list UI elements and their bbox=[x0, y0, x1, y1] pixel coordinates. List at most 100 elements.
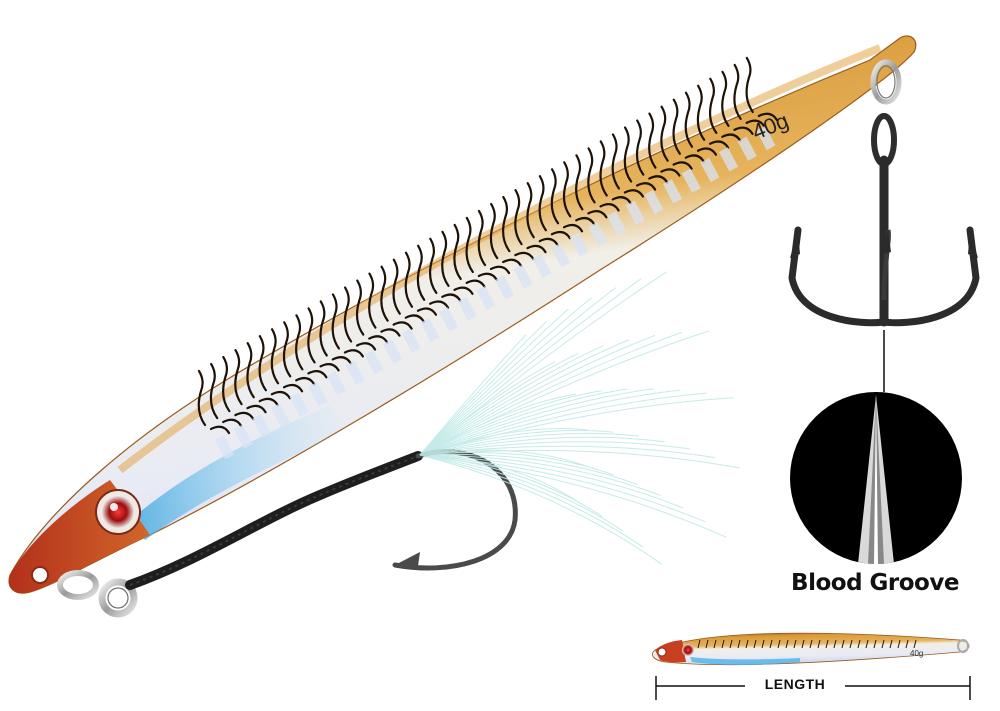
small-stripe-mark bbox=[721, 639, 725, 649]
small-stripe-mark bbox=[777, 639, 781, 649]
skirt-fiber bbox=[419, 308, 569, 456]
stripe-mark bbox=[623, 189, 645, 198]
stripe-mark bbox=[745, 119, 766, 129]
skirt-fiber bbox=[419, 441, 690, 456]
stripe-mark bbox=[331, 293, 341, 350]
stripe-mark bbox=[441, 230, 450, 287]
scale-mark bbox=[513, 264, 533, 289]
stripe-mark bbox=[282, 383, 304, 393]
small-stripe-mark bbox=[801, 639, 805, 649]
stripe-mark bbox=[672, 98, 681, 155]
stripe-mark bbox=[392, 321, 413, 330]
scale-mark bbox=[756, 125, 776, 151]
stripe-mark bbox=[343, 349, 365, 358]
scale-mark bbox=[420, 317, 440, 343]
skirt-fiber bbox=[419, 297, 592, 456]
scale-mark bbox=[681, 168, 701, 193]
stripe-mark bbox=[234, 411, 255, 421]
stripe-mark bbox=[197, 369, 207, 427]
stripe-mark bbox=[708, 77, 718, 134]
scale-mark bbox=[625, 200, 645, 225]
scale-mark bbox=[364, 349, 384, 375]
small-stripe-mark bbox=[857, 639, 861, 649]
stripe-mark bbox=[295, 376, 316, 386]
skirt-fiber bbox=[419, 331, 682, 456]
stripe-mark bbox=[575, 216, 596, 226]
skirt-fiber bbox=[419, 429, 614, 456]
stripe-mark bbox=[587, 147, 596, 204]
skirt-fiber bbox=[419, 454, 727, 538]
scale-mark bbox=[476, 285, 496, 311]
stripe-mark bbox=[416, 244, 426, 301]
stripe-mark bbox=[526, 182, 535, 239]
stripe-mark bbox=[380, 328, 401, 337]
stripe-mark bbox=[635, 182, 657, 191]
stripe-mark bbox=[514, 189, 523, 246]
skirt-fiber bbox=[419, 454, 603, 518]
stripe-mark bbox=[209, 362, 219, 420]
stripe-mark bbox=[623, 126, 633, 183]
skirt-fiber bbox=[419, 454, 643, 548]
small-stripe-mark bbox=[793, 639, 797, 649]
small-stripe-mark bbox=[873, 639, 877, 649]
small-stripe-mark bbox=[769, 639, 773, 649]
stripe-mark bbox=[660, 105, 669, 162]
stripe-mark bbox=[672, 161, 693, 170]
stripe-mark bbox=[538, 175, 547, 232]
length-label: LENGTH bbox=[745, 676, 845, 692]
assist-hook bbox=[57, 449, 518, 618]
stripe-mark bbox=[404, 251, 414, 308]
stripe-mark bbox=[234, 349, 243, 406]
skirt-fiber bbox=[419, 287, 617, 456]
skirt-fiber bbox=[419, 278, 642, 456]
stripe-mark bbox=[380, 265, 389, 322]
scale-mark bbox=[289, 392, 309, 417]
stripe-mark bbox=[696, 84, 706, 141]
scale-mark bbox=[588, 221, 608, 247]
stripe-mark bbox=[343, 286, 353, 343]
stripe-mark bbox=[611, 196, 632, 205]
skirt-fiber bbox=[419, 361, 556, 456]
small-stripe-mark bbox=[817, 639, 821, 649]
stripe-mark bbox=[599, 140, 608, 197]
scale-mark bbox=[457, 296, 477, 321]
scale-mark bbox=[345, 360, 365, 385]
small-stripe-mark bbox=[889, 639, 893, 649]
small-stripe-mark bbox=[753, 639, 757, 649]
stripe-mark bbox=[465, 216, 474, 274]
treble-hook bbox=[788, 59, 980, 392]
scale-mark bbox=[532, 253, 552, 279]
skirt-fiber bbox=[419, 339, 630, 456]
scale-mark bbox=[252, 413, 272, 439]
skirt-fiber bbox=[419, 393, 576, 456]
stripe-mark bbox=[562, 161, 572, 218]
stripe-mark bbox=[477, 272, 498, 282]
stripe-mark bbox=[587, 210, 608, 219]
stripe-mark bbox=[514, 251, 535, 261]
small-stripe-mark bbox=[737, 639, 741, 649]
scale-mark bbox=[607, 211, 627, 236]
stripe-mark bbox=[416, 307, 438, 316]
skirt-fiber bbox=[419, 388, 628, 456]
skirt-fiber bbox=[419, 454, 624, 532]
stripe-mark bbox=[684, 154, 705, 163]
stripe-mark bbox=[368, 335, 389, 344]
body-scale-pattern bbox=[215, 125, 776, 460]
stripe-mark bbox=[307, 370, 328, 379]
skirt-fiber bbox=[419, 449, 590, 468]
stripe-mark bbox=[428, 237, 438, 294]
stripe-mark bbox=[550, 168, 560, 225]
stripe-mark bbox=[599, 203, 620, 212]
skirt-fiber bbox=[419, 388, 654, 456]
skirt-fiber bbox=[419, 436, 665, 456]
small-stripe-mark bbox=[705, 639, 709, 649]
small-stripe-mark bbox=[825, 639, 829, 649]
flash-skirt bbox=[419, 271, 740, 565]
skirt-fiber bbox=[419, 452, 614, 476]
stripe-mark bbox=[721, 70, 730, 127]
stripe-mark bbox=[562, 223, 584, 233]
skirt-fiber bbox=[419, 334, 527, 456]
skirt-fiber bbox=[419, 397, 734, 456]
skirt-fiber bbox=[419, 352, 579, 456]
stripe-mark bbox=[745, 56, 754, 114]
